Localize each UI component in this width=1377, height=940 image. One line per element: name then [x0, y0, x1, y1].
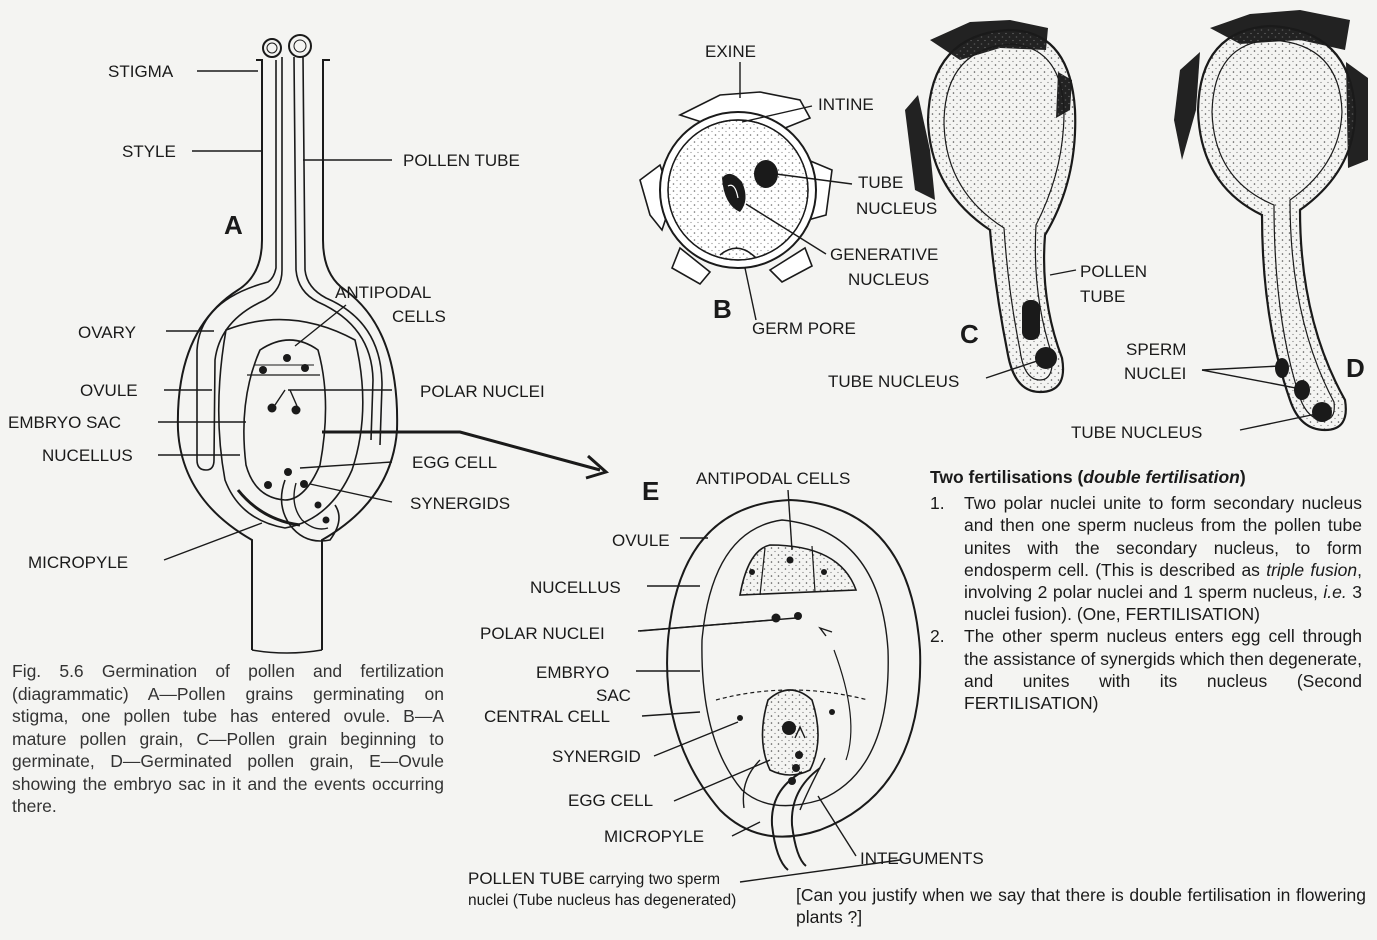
pollen-tube-note: POLLEN TUBE carrying two sperm nuclei (T… — [468, 868, 738, 911]
label-intine: INTINE — [818, 95, 874, 114]
panel-e-ovule — [667, 500, 920, 870]
label-style: STYLE — [122, 142, 176, 161]
label-micropyle: MICROPYLE — [28, 553, 128, 572]
label-e-polar-nuclei: POLAR NUCLEI — [480, 624, 605, 643]
label-synergids: SYNERGIDS — [410, 494, 510, 513]
label-e-egg-cell: EGG CELL — [568, 791, 653, 810]
label-c-tube: TUBE — [1080, 287, 1125, 306]
panel-label-a: A — [224, 210, 243, 240]
label-e-ovule: OVULE — [612, 531, 670, 550]
figure-number: Fig. 5.6 — [12, 661, 84, 681]
label-germ-pore: GERM PORE — [752, 319, 856, 338]
panel-b-pollen-grain — [640, 92, 832, 284]
label-antipodal: ANTIPODAL — [335, 283, 431, 302]
list-item: 1. Two polar nuclei unite to form second… — [930, 492, 1362, 625]
panel-e-labels: ANTIPODAL CELLS OVULE NUCELLUS POLAR NUC… — [480, 469, 984, 868]
label-ovule: OVULE — [80, 381, 138, 400]
notes-heading-pre: Two fertilisations ( — [930, 467, 1083, 487]
double-fertilisation-notes: Two fertilisations (double fertilisation… — [930, 466, 1362, 714]
label-c-tube-nucleus: TUBE NUCLEUS — [828, 372, 959, 391]
label-tube-nucleus: NUCLEUS — [856, 199, 937, 218]
label-ovary: OVARY — [78, 323, 136, 342]
pollen-tube-note-title: POLLEN TUBE — [468, 869, 585, 888]
label-d-tube-nucleus: TUBE NUCLEUS — [1071, 423, 1202, 442]
label-polar-nuclei: POLAR NUCLEI — [420, 382, 545, 401]
panel-label-b: B — [713, 294, 732, 324]
notes-heading-post: ) — [1240, 467, 1246, 487]
label-embryo-sac: EMBRYO SAC — [8, 413, 121, 432]
label-d-nuclei: NUCLEI — [1124, 364, 1186, 383]
notes-heading-em: double fertilisation — [1083, 467, 1240, 487]
list-item-emphasis: i.e. — [1323, 582, 1346, 602]
panel-a-leaders — [158, 71, 606, 560]
label-nucellus: NUCELLUS — [42, 446, 133, 465]
notes-heading: Two fertilisations (double fertilisation… — [930, 466, 1362, 488]
list-item-emphasis: triple fusion — [1266, 560, 1357, 580]
label-pollen-tube: POLLEN TUBE — [403, 151, 520, 170]
figure-caption: Fig. 5.6 Germination of pollen and ferti… — [12, 660, 444, 818]
list-item-number: 2. — [930, 625, 945, 647]
label-e-nucellus: NUCELLUS — [530, 578, 621, 597]
label-c-pollen: POLLEN — [1080, 262, 1147, 281]
label-exine: EXINE — [705, 42, 756, 61]
figure-caption-text: Germination of pollen and fertilization … — [12, 661, 444, 816]
label-antipodal-cells: CELLS — [392, 307, 446, 326]
label-e-integuments: INTEGUMENTS — [860, 849, 984, 868]
label-e-central-cell: CENTRAL CELL — [484, 707, 610, 726]
list-item-number: 1. — [930, 492, 945, 514]
label-stigma: STIGMA — [108, 62, 174, 81]
label-d-sperm: SPERM — [1126, 340, 1186, 359]
label-tube: TUBE — [858, 173, 903, 192]
label-generative: GENERATIVE — [830, 245, 938, 264]
label-e-synergid: SYNERGID — [552, 747, 641, 766]
label-e-antipodal-cells: ANTIPODAL CELLS — [696, 469, 850, 488]
label-e-micropyle: MICROPYLE — [604, 827, 704, 846]
panel-label-c: C — [960, 319, 979, 349]
label-e-embryo: EMBRYO — [536, 663, 609, 682]
label-generative-nucleus: NUCLEUS — [848, 270, 929, 289]
label-egg-cell: EGG CELL — [412, 453, 497, 472]
panel-label-e: E — [642, 476, 659, 506]
label-e-sac: SAC — [596, 686, 631, 705]
notes-list: 1. Two polar nuclei unite to form second… — [930, 492, 1362, 714]
review-question: [Can you justify when we say that there … — [796, 884, 1366, 928]
list-item: 2. The other sperm nucleus enters egg ce… — [930, 625, 1362, 714]
list-item-text: The other sperm nucleus enters egg cell … — [964, 626, 1362, 713]
panel-label-d: D — [1346, 353, 1365, 383]
panel-a-pistil — [178, 35, 397, 653]
